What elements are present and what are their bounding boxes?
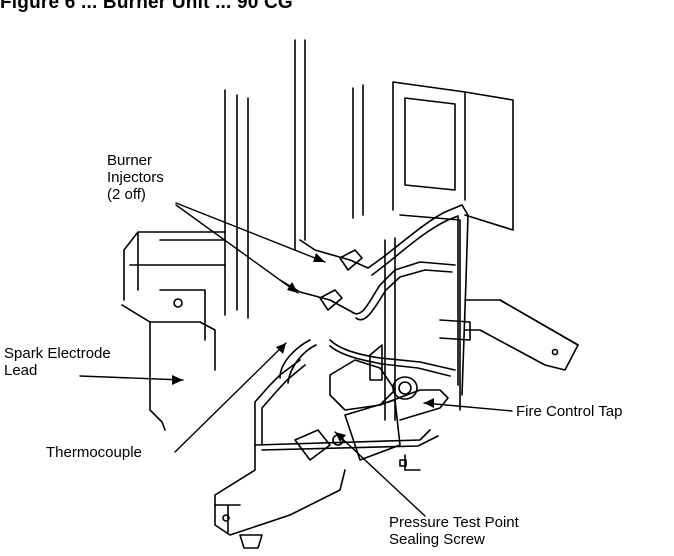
burner-injectors-line-1: Burner bbox=[107, 152, 153, 169]
main-chassis bbox=[294, 39, 514, 471]
thermocouple-label: Thermocouple bbox=[46, 444, 142, 461]
figure-header: Figure 6 ... Burner Unit ... 90 CG bbox=[0, 0, 293, 13]
side-bracket bbox=[464, 299, 579, 371]
spark-electrode-label: Spark Electrode Lead bbox=[4, 345, 111, 379]
cabinet-frame bbox=[121, 89, 249, 431]
burner-injectors-label: Burner Injectors (2 off) bbox=[107, 152, 164, 203]
burner-injectors-line-3: (2 off) bbox=[107, 186, 146, 203]
base-feet bbox=[214, 444, 346, 549]
burner-injectors-line-2: Injectors bbox=[107, 169, 164, 186]
spark-electrode-line-2: Lead bbox=[4, 362, 38, 379]
fire-control-tap-label: Fire Control Tap bbox=[516, 403, 623, 420]
arrowheads bbox=[172, 253, 434, 442]
gas-pipework bbox=[254, 204, 469, 451]
pressure-test-point-line-2: Sealing Screw bbox=[389, 531, 485, 548]
leader-lines bbox=[79, 202, 513, 517]
pressure-test-point-label: Pressure Test Point Sealing Screw bbox=[389, 514, 519, 548]
spark-electrode-line-1: Spark Electrode bbox=[4, 345, 111, 362]
gas-control-valve bbox=[294, 359, 449, 461]
pressure-test-point-line-1: Pressure Test Point bbox=[389, 514, 519, 531]
